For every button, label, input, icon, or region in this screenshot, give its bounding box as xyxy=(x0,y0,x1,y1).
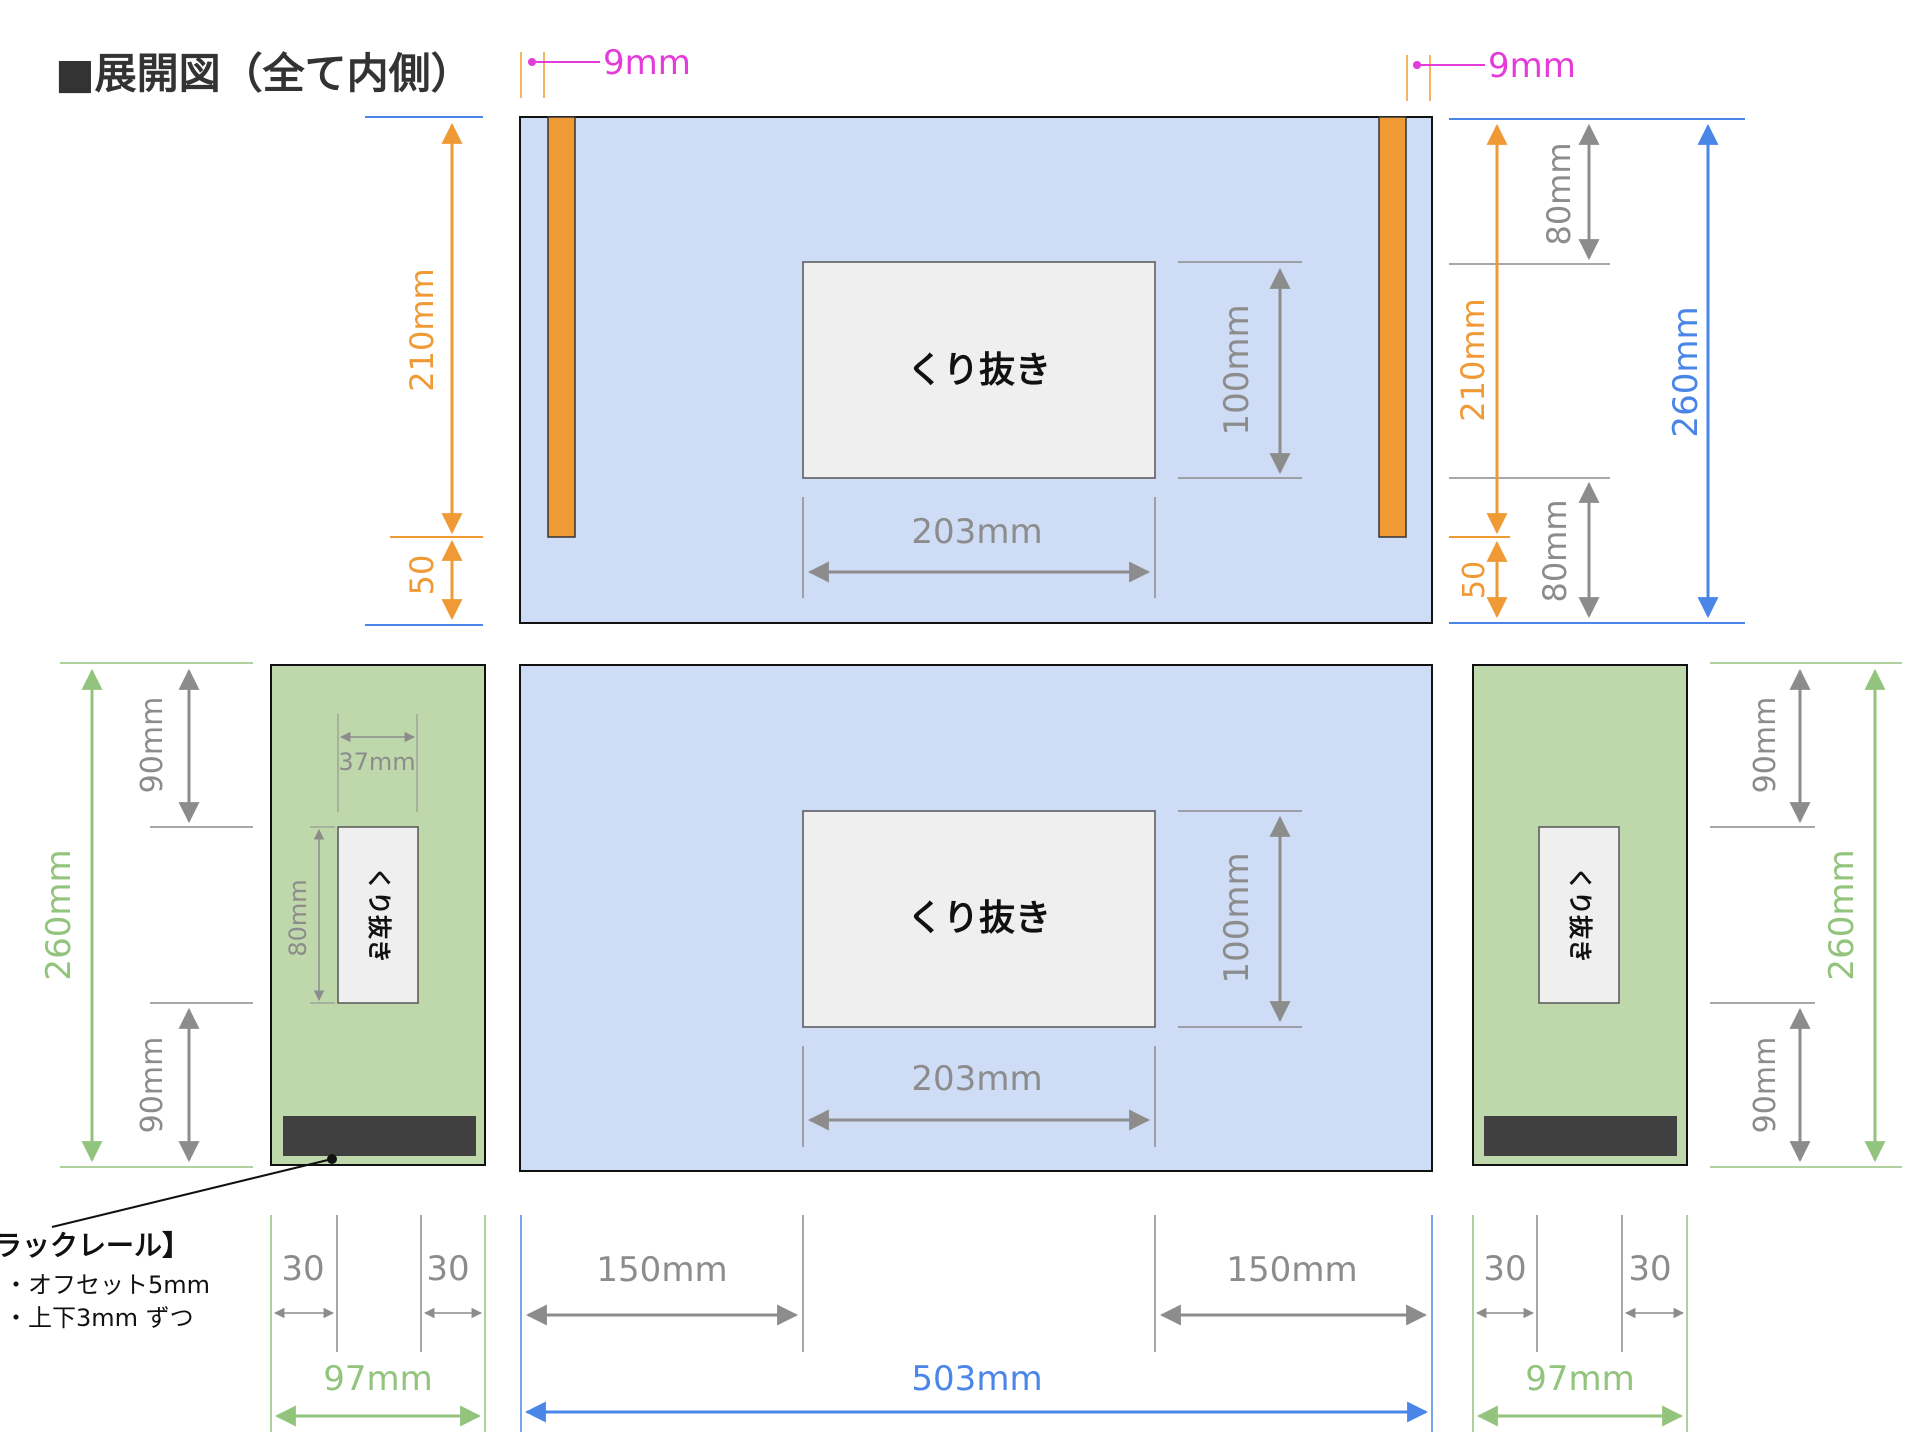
right-rack-rail xyxy=(1484,1116,1677,1156)
rack-rail-note-heading: ラックレール】 xyxy=(0,1229,190,1262)
dim-260-right-top-label: 260mm xyxy=(1666,306,1706,437)
right-side-cutout-label: くり抜き xyxy=(1566,867,1594,963)
dim-210-right-label: 210mm xyxy=(1454,298,1492,421)
dim-30-c-label: 30 xyxy=(1483,1249,1526,1289)
dim-503-label: 503mm xyxy=(911,1359,1042,1399)
dim-9mm-left-label: 9mm xyxy=(603,43,691,83)
dim-9mm-left: 9mm xyxy=(520,43,691,98)
bottom-cutout xyxy=(802,810,1156,1028)
top-cutout xyxy=(802,261,1156,479)
dim-90-left-top-label: 90mm xyxy=(135,697,170,794)
dim-9mm-right: 9mm xyxy=(1406,46,1576,101)
dim-90-left-bottom-label: 90mm xyxy=(135,1037,170,1134)
dim-210-left-label: 210mm xyxy=(403,268,441,391)
dim-260-right-label: 260mm xyxy=(1822,849,1862,980)
dim-80-side-label: 80mm xyxy=(284,879,312,956)
dim-203-bottom-label: 203mm xyxy=(911,1059,1042,1099)
dim-50-right-label: 50 xyxy=(1457,561,1492,599)
left-rack-rail xyxy=(283,1116,476,1156)
dim-30-a-label: 30 xyxy=(281,1249,324,1289)
dim-97-left-label: 97mm xyxy=(323,1359,433,1399)
top-cutout-label: くり抜き xyxy=(907,350,1051,391)
dim-90-right-bottom-label: 90mm xyxy=(1748,1037,1783,1134)
bottom-cutout-label: くり抜き xyxy=(907,898,1051,939)
dim-100-bottom-label: 100mm xyxy=(1217,852,1257,983)
dim-30-b-label: 30 xyxy=(426,1249,469,1289)
dim-37-label: 37mm xyxy=(338,748,415,776)
left-side-cutout-label: くり抜き xyxy=(365,867,393,963)
top-right-orange-strip xyxy=(1378,116,1407,538)
dim-30-d-label: 30 xyxy=(1628,1249,1671,1289)
dim-100-top-label: 100mm xyxy=(1217,304,1257,435)
left-side-cutout xyxy=(337,826,419,1004)
dim-150-left-label: 150mm xyxy=(596,1250,727,1290)
dim-150-right-label: 150mm xyxy=(1226,1250,1357,1290)
dim-97-right-label: 97mm xyxy=(1525,1359,1635,1399)
page-title: ■展開図（全て内側） xyxy=(55,49,473,98)
right-side-cutout xyxy=(1538,826,1620,1004)
dim-203-top-label: 203mm xyxy=(911,512,1042,552)
dim-50-left-label: 50 xyxy=(403,555,441,596)
dim-80-bottom-label: 80mm xyxy=(1536,499,1574,602)
rack-rail-note-line1: ・オフセット5mm xyxy=(4,1271,210,1299)
top-left-orange-strip xyxy=(547,116,576,538)
dim-9mm-right-label: 9mm xyxy=(1488,46,1576,86)
rack-rail-leader xyxy=(51,1158,333,1228)
dim-260-left-label: 260mm xyxy=(39,849,79,980)
dim-90-right-top-label: 90mm xyxy=(1748,697,1783,794)
rack-rail-note-line2: ・上下3mm ずつ xyxy=(4,1304,194,1332)
dim-80-top-label: 80mm xyxy=(1540,142,1578,245)
